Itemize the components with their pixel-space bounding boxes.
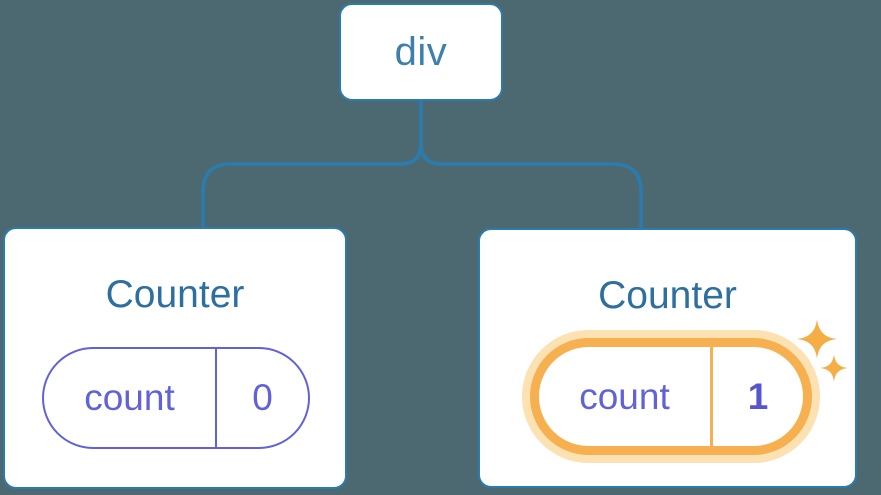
state-pill-highlighted: count 1 bbox=[530, 338, 812, 455]
state-key-label: count bbox=[44, 349, 217, 447]
counter-card-1: Counter count 0 bbox=[3, 227, 347, 489]
state-key-label: count bbox=[539, 347, 713, 446]
root-node-label: div bbox=[394, 29, 448, 74]
state-value: 0 bbox=[252, 377, 273, 418]
connector-left-branch bbox=[201, 101, 423, 227]
sparkle-small bbox=[820, 354, 848, 382]
component-title: Counter bbox=[105, 273, 245, 316]
sparkle-large bbox=[797, 319, 837, 359]
state-value: 1 bbox=[747, 375, 769, 417]
state-pill: count 0 bbox=[42, 347, 310, 449]
tree-node-div: div bbox=[339, 3, 503, 101]
connector-right-branch bbox=[419, 101, 643, 228]
counter-card-2: Counter count 1 bbox=[478, 228, 857, 488]
component-title: Counter bbox=[598, 274, 737, 317]
